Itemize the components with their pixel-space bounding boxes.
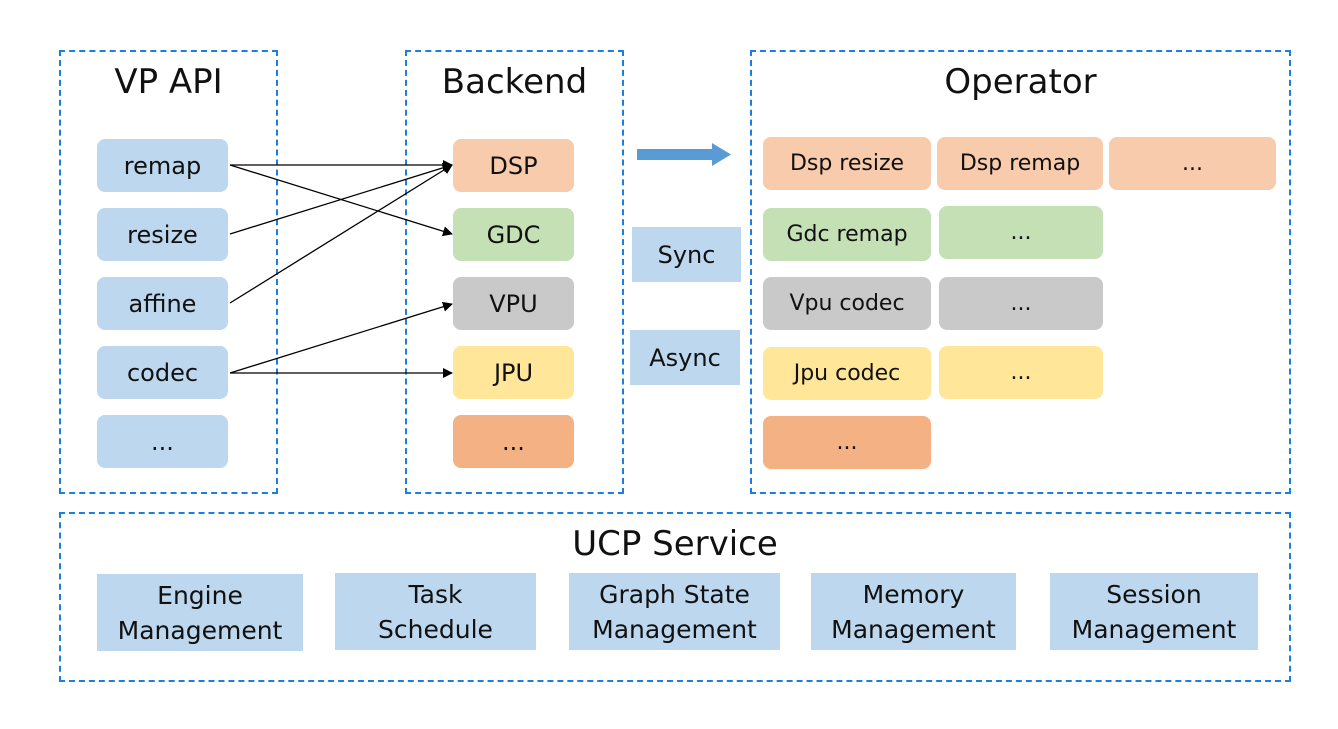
- backend-title: Backend: [441, 62, 588, 102]
- op-dsp-remap: Dsp remap: [937, 137, 1103, 190]
- vp-api-group: VP API: [59, 50, 278, 494]
- backend-more: ...: [453, 415, 574, 468]
- svc-graph-line1: Graph State: [599, 579, 750, 609]
- op-vpu-codec: Vpu codec: [763, 277, 931, 330]
- api-more: ...: [97, 415, 228, 468]
- arrow-resize-to-dsp: [229, 162, 453, 235]
- svc-engine-line2: Management: [117, 615, 283, 645]
- svc-memory-line1: Memory: [862, 579, 965, 609]
- backend-gdc: GDC: [453, 208, 574, 261]
- backend-vpu: VPU: [453, 277, 574, 330]
- ucp-service-group: UCP Service: [59, 512, 1291, 682]
- svc-session-management: Session Management: [1050, 573, 1258, 650]
- backend-jpu: JPU: [453, 346, 574, 399]
- vp-api-title: VP API: [114, 62, 223, 102]
- svc-memory-management: Memory Management: [811, 573, 1016, 650]
- op-dsp-more: ...: [1109, 137, 1276, 190]
- backend-dsp: DSP: [453, 139, 574, 192]
- op-more: ...: [763, 416, 931, 469]
- op-gdc-remap: Gdc remap: [763, 208, 931, 261]
- op-gdc-more: ...: [939, 206, 1103, 259]
- mode-sync: Sync: [632, 227, 741, 282]
- backend-group: Backend: [405, 50, 624, 494]
- flow-arrow-icon: [637, 143, 731, 166]
- operator-title: Operator: [944, 62, 1097, 102]
- api-codec: codec: [97, 346, 228, 399]
- ucp-service-title: UCP Service: [572, 524, 778, 564]
- svc-session-line1: Session: [1106, 579, 1202, 609]
- svc-task-schedule: Task Schedule: [335, 573, 536, 650]
- svc-engine-management: Engine Management: [97, 574, 303, 651]
- svc-session-line2: Management: [1071, 614, 1237, 644]
- op-dsp-resize: Dsp resize: [763, 137, 931, 190]
- op-jpu-more: ...: [939, 346, 1103, 399]
- svc-task-line1: Task: [408, 579, 463, 609]
- svc-engine-line1: Engine: [157, 580, 243, 610]
- op-jpu-codec: Jpu codec: [763, 347, 931, 400]
- api-affine: affine: [97, 277, 228, 330]
- arrow-affine-to-dsp: [229, 164, 453, 304]
- arrow-codec-to-vpu: [229, 301, 453, 374]
- svc-graph-state-management: Graph State Management: [569, 573, 780, 650]
- svc-graph-line2: Management: [592, 614, 757, 644]
- api-remap: remap: [97, 139, 228, 192]
- api-resize: resize: [97, 208, 228, 261]
- svc-memory-line2: Management: [831, 614, 996, 644]
- op-vpu-more: ...: [939, 277, 1103, 330]
- mode-async: Async: [630, 330, 740, 385]
- operator-group: Operator: [750, 50, 1291, 494]
- svc-task-line2: Schedule: [378, 614, 493, 644]
